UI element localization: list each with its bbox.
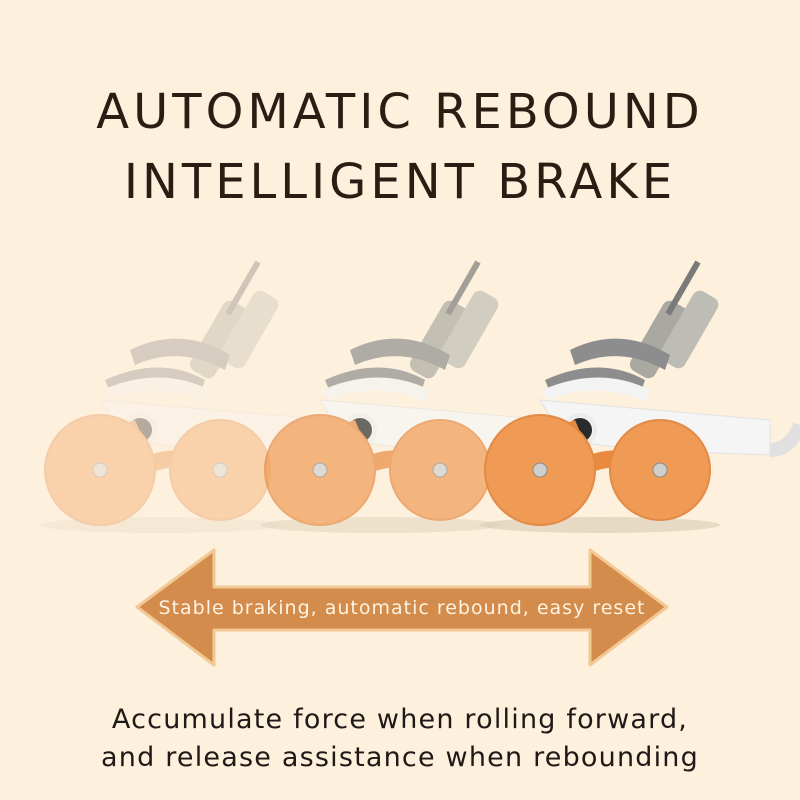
arrow-banner-label: Stable braking, automatic rebound, easy … <box>158 596 646 619</box>
caption-line-2: and release assistance when rebounding <box>101 742 699 773</box>
caption-line-1: Accumulate force when rolling forward, <box>111 704 689 735</box>
headline-line-2: INTELLIGENT BRAKE <box>123 154 677 210</box>
product-illustration <box>38 258 800 535</box>
double-arrow-banner: Stable braking, automatic rebound, easy … <box>132 545 672 670</box>
double-arrow-icon <box>135 548 669 667</box>
roller-frame-3 <box>478 258 800 535</box>
headline-line-1: AUTOMATIC REBOUND <box>96 84 704 140</box>
